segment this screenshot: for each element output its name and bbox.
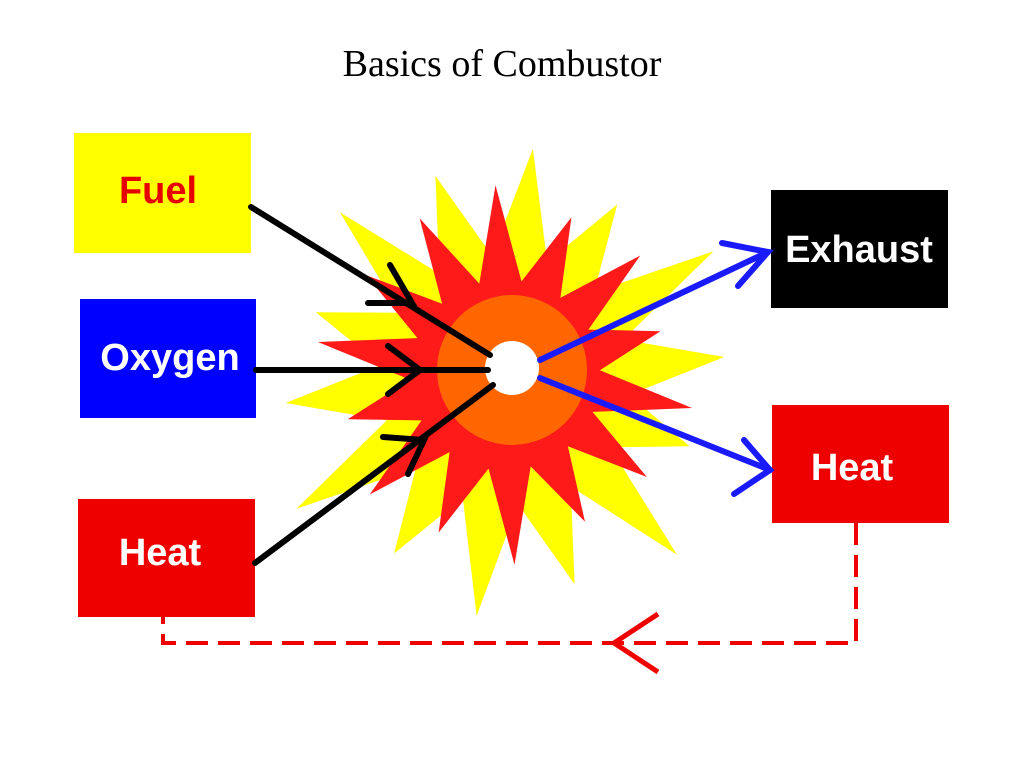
- heat-input-box: Heat: [78, 499, 255, 617]
- heat-output-box: Heat: [772, 405, 949, 523]
- heat-output-arrow: [537, 375, 775, 497]
- fuel-arrow: [248, 204, 493, 358]
- heat-feedback-loop: [161, 523, 858, 675]
- exhaust-label: Exhaust: [785, 229, 933, 271]
- oxygen-arrow: [253, 343, 491, 397]
- heat-output-label: Heat: [811, 447, 894, 489]
- fuel-label: Fuel: [119, 170, 197, 212]
- input-arrows: [248, 204, 496, 566]
- oxygen-label: Oxygen: [100, 337, 239, 379]
- page-title: Basics of Combustor: [342, 43, 662, 85]
- flame-center: [485, 341, 539, 395]
- heat-input-arrow: [252, 382, 496, 566]
- oxygen-box: Oxygen: [80, 299, 256, 418]
- flame-burst: [285, 148, 725, 616]
- heat-input-label: Heat: [119, 532, 202, 574]
- fuel-box: Fuel: [74, 133, 251, 253]
- feedback-dashed-line: [161, 523, 858, 645]
- feedback-arrowhead: [609, 611, 660, 675]
- exhaust-box: Exhaust: [771, 190, 948, 308]
- output-arrows: [537, 240, 775, 497]
- exhaust-arrow: [537, 240, 774, 363]
